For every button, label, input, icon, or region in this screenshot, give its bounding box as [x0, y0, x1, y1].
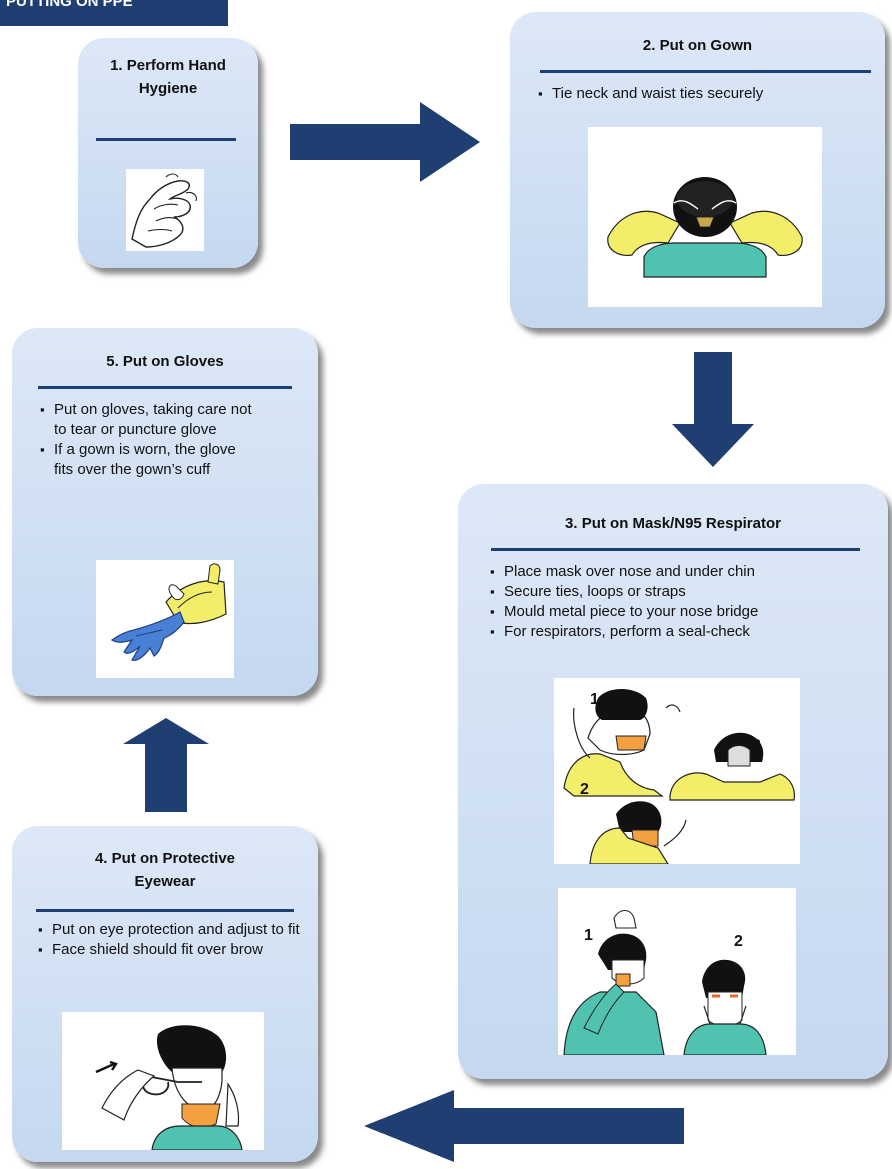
gloves-illustration [96, 560, 234, 678]
step-3-bullet: Secure ties, loops or straps [490, 582, 882, 602]
header-title: PUTTING ON PPE [6, 0, 133, 10]
step-3-card: 3. Put on Mask/N95 Respirator Place mask… [458, 484, 888, 1079]
step-5-divider [38, 386, 292, 389]
figure-a-label: 2 [580, 781, 589, 798]
step-4-bullet: Face shield should fit over brow [38, 940, 302, 960]
step-3-bullets: Place mask over nose and under chin Secu… [490, 562, 882, 642]
arrow-up-icon [123, 718, 209, 812]
page-header: PUTTING ON PPE [0, 0, 228, 26]
step-5-bullet: If a gown is worn, the glove fits over t… [40, 440, 256, 480]
step-2-divider [540, 70, 871, 73]
step-3-bullet: Mould metal piece to your nose bridge [490, 602, 882, 622]
arrow-left-icon [364, 1090, 684, 1162]
step-2-bullet: Tie neck and waist ties securely [538, 84, 871, 104]
figure-b-label: 2 [734, 933, 743, 950]
step-4-bullets: Put on eye protection and adjust to fit … [38, 920, 302, 960]
step-3-title: 3. Put on Mask/N95 Respirator [565, 515, 781, 532]
step-2-title: 2. Put on Gown [642, 37, 753, 54]
mask-tying-illustration: 1 2 3 [554, 678, 800, 864]
hand-hygiene-illustration [126, 169, 204, 251]
step-4-card: 4. Put on Protective Eyewear Put on eye … [12, 826, 318, 1162]
step-3-divider [491, 548, 860, 551]
step-3-bullet: For respirators, perform a seal-check [490, 622, 882, 642]
step-5-card: 5. Put on Gloves Put on gloves, taking c… [12, 328, 318, 696]
step-2-bullets: Tie neck and waist ties securely [538, 84, 871, 104]
step-5-bullet: Put on gloves, taking care not to tear o… [40, 400, 256, 440]
step-1-title: 1. Perform Hand Hygiene [110, 57, 226, 97]
eyewear-illustration [62, 1012, 264, 1150]
step-2-card: 2. Put on Gown Tie neck and waist ties s… [510, 12, 885, 328]
step-5-bullets: Put on gloves, taking care not to tear o… [40, 400, 256, 480]
step-4-bullet: Put on eye protection and adjust to fit [38, 920, 302, 940]
step-1-divider [96, 138, 236, 141]
figure-a-label: 3 [752, 737, 761, 754]
seal-check-illustration: 1 2 [558, 888, 796, 1055]
figure-b-label: 1 [584, 927, 593, 944]
step-5-title: 5. Put on Gloves [106, 353, 224, 370]
step-4-divider [36, 909, 294, 912]
arrow-down-icon [672, 352, 754, 467]
arrow-right-icon [290, 102, 480, 182]
figure-a-label: 1 [590, 691, 599, 708]
gown-tie-illustration [588, 127, 822, 307]
step-3-bullet: Place mask over nose and under chin [490, 562, 882, 582]
step-4-title: 4. Put on Protective Eyewear [94, 850, 236, 890]
step-1-card: 1. Perform Hand Hygiene [78, 38, 258, 268]
